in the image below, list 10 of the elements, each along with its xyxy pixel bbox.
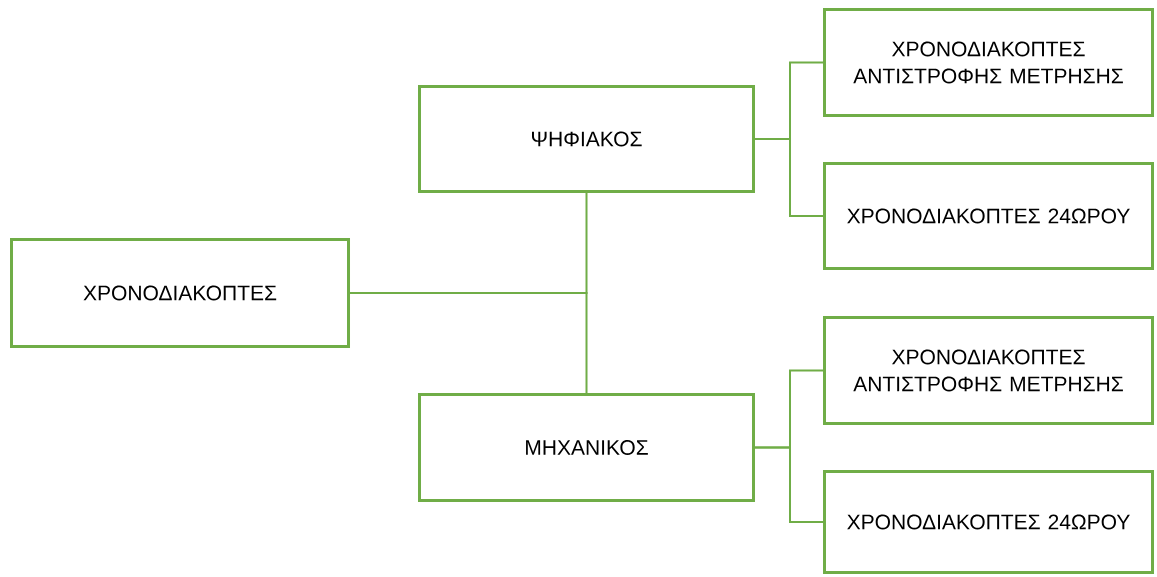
connector-line <box>754 446 824 523</box>
process-box: ΧΡΟΝΟΔΙΑΚΟΠΤΕΣ ΑΝΤΙΣΤΡΟΦΗΣ ΜΕΤΡΗΣΗΣ <box>823 316 1154 425</box>
process-box: ΨΗΦΙΑΚΟΣ <box>418 85 755 193</box>
process-box: ΜΗΧΑΝΙΚΟΣ <box>418 393 755 502</box>
process-box: ΧΡΟΝΟΔΙΑΚΟΠΤΕΣ ΑΝΤΙΣΤΡΟΦΗΣ ΜΕΤΡΗΣΗΣ <box>823 8 1154 117</box>
connector-line <box>754 138 824 217</box>
process-box: ΧΡΟΝΟΔΙΑΚΟΠΤΕΣ 24ΩΡΟΥ <box>823 470 1154 574</box>
connector-line <box>349 292 588 394</box>
process-box: ΧΡΟΝΟΔΙΑΚΟΠΤΕΣ 24ΩΡΟΥ <box>823 162 1154 270</box>
process-box: ΧΡΟΝΟΔΙΑΚΟΠΤΕΣ <box>10 238 350 348</box>
